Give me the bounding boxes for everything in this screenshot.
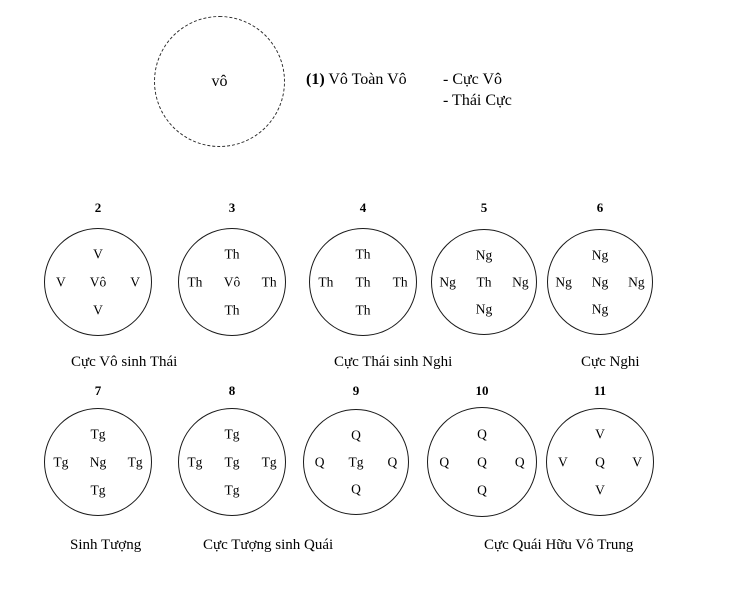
circle-10-bottom-label: Q	[477, 482, 487, 498]
circle-3-top-label: Th	[224, 246, 240, 262]
circle-2-left-label: V	[56, 274, 66, 290]
circle-7-left-label: Tg	[53, 454, 69, 470]
circle-11-left-label: V	[558, 454, 568, 470]
circle-number-label: 4	[359, 200, 367, 215]
circle-6-top-label: Ng	[591, 247, 609, 263]
circle-9-center-label: Tg	[348, 454, 364, 470]
circle-number-label: 3	[228, 200, 236, 215]
circle-3-left-label: Th	[187, 274, 203, 290]
circle-5-right-label: Ng	[512, 274, 529, 290]
circle-number-label: 5	[480, 200, 488, 215]
circle-7-top-label: Tg	[90, 426, 106, 442]
circle-10-right-label: Q	[514, 454, 525, 470]
circle-5-top-label: Ng	[475, 247, 493, 263]
circle-7-right-label: Tg	[127, 454, 143, 470]
circle-9-left-label: Q	[314, 454, 325, 470]
circle-4-bottom-label: Th	[355, 301, 371, 317]
circle-number-label: 11	[593, 383, 607, 398]
circle-5-left-label: Ng	[439, 274, 456, 290]
circle-8-center-label: Tg	[224, 454, 240, 470]
circle-11-top-label: V	[595, 426, 605, 442]
circle-number-label: 9	[352, 383, 360, 398]
root-note-line: - Cực Vô	[443, 71, 503, 88]
circle-7-center-label: Ng	[89, 454, 107, 470]
circle-8-top-label: Tg	[224, 426, 240, 442]
circle-8-right-label: Tg	[261, 454, 277, 470]
circle-6-center-label: Ng	[591, 274, 609, 290]
circle-4-top-label: Th	[355, 246, 371, 262]
root-title-number: (1)	[306, 71, 325, 88]
circle-10-left-label: Q	[439, 454, 450, 470]
circle-9-right-label: Q	[387, 454, 398, 470]
circle-10-center-label: Q	[477, 454, 487, 470]
root-title: (1) Vô Toàn Vô	[306, 69, 407, 90]
circle-11-bottom-label: V	[595, 481, 605, 497]
row-caption: Sinh Tượng	[70, 537, 142, 553]
circle-7-bottom-label: Tg	[90, 481, 106, 497]
circle-11-right-label: V	[632, 454, 642, 470]
circle-number-label: 2	[94, 200, 102, 215]
circle-6-right-label: Ng	[628, 274, 645, 290]
circle-3-center-label: Vô	[223, 274, 241, 290]
circle-8-bottom-label: Tg	[224, 481, 240, 497]
circle-5-bottom-label: Ng	[475, 301, 493, 317]
circle-11-center-label: Q	[595, 454, 605, 470]
circle-3-right-label: Th	[261, 274, 277, 290]
circle-3-bottom-label: Th	[224, 301, 240, 317]
circle-9-top-label: Q	[351, 427, 361, 443]
circle-2-bottom-label: V	[93, 301, 103, 317]
circle-4-left-label: Th	[318, 274, 334, 290]
row-caption: Cực Quái Hữu Vô Trung	[484, 537, 634, 553]
circle-8-left-label: Tg	[187, 454, 203, 470]
circle-number-label: 10	[475, 383, 489, 398]
root-title-text: Vô Toàn Vô	[324, 71, 407, 88]
circle-9-bottom-label: Q	[351, 481, 361, 497]
circle-5-center-label: Th	[476, 274, 492, 290]
row-caption: Cực Nghi	[581, 354, 640, 370]
root-note-line: - Thái Cực	[443, 92, 512, 109]
circle-2-top-label: V	[93, 246, 103, 262]
root-circle-vo: vô	[154, 16, 285, 147]
circle-4-right-label: Th	[392, 274, 408, 290]
circle-6-bottom-label: Ng	[591, 301, 609, 317]
circle-4-center-label: Th	[355, 274, 371, 290]
root-circle-label: vô	[211, 72, 228, 90]
circle-2-center-label: Vô	[89, 274, 107, 290]
circle-10-top-label: Q	[477, 426, 487, 442]
circle-number-label: 8	[228, 383, 236, 398]
row-caption: Cực Thái sinh Nghi	[334, 354, 453, 370]
row-caption: Cực Tượng sinh Quái	[203, 537, 334, 553]
circle-2-right-label: V	[130, 274, 140, 290]
row-caption: Cực Vô sinh Thái	[71, 354, 178, 370]
circle-6-left-label: Ng	[555, 274, 572, 290]
root-notes: - Cực Vô - Thái Cực	[443, 69, 512, 111]
circle-number-label: 6	[596, 200, 604, 215]
circle-number-label: 7	[94, 383, 102, 398]
